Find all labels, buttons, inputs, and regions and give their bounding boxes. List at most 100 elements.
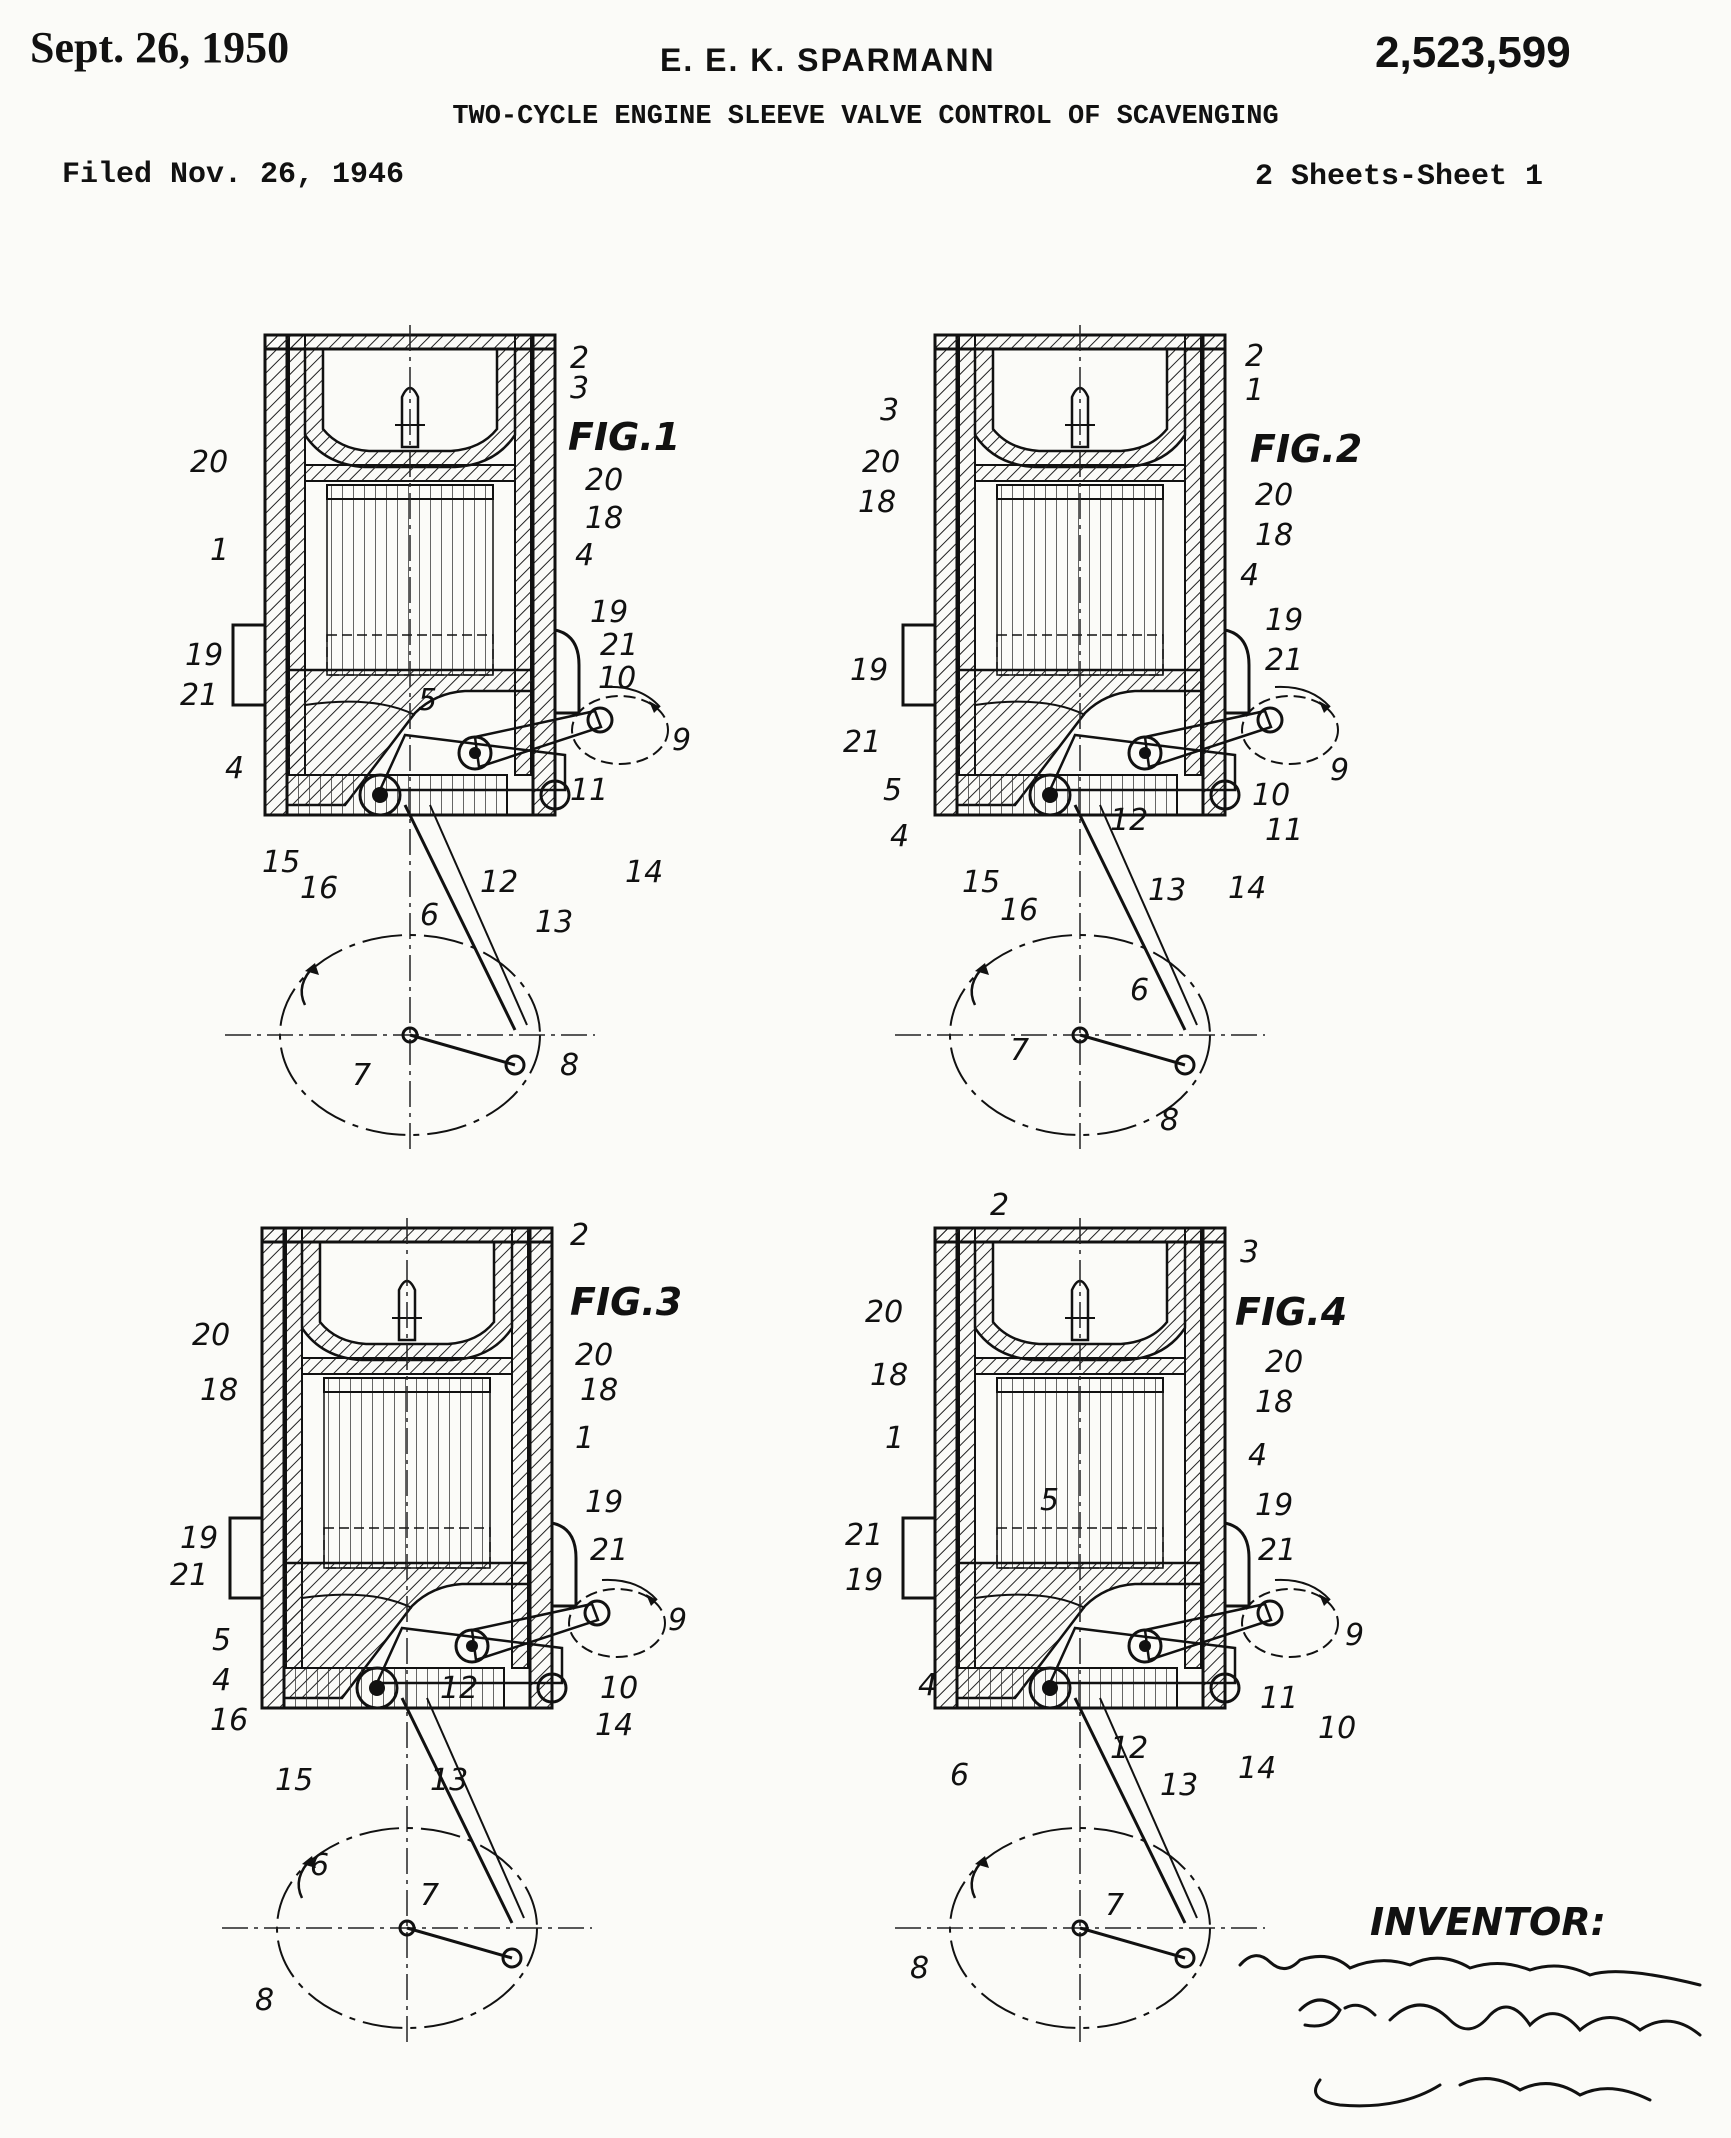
patent-date: Sept. 26, 1950	[30, 23, 290, 72]
inventor-signature	[1238, 1954, 1702, 2108]
ref-numeral: 4	[225, 751, 244, 786]
ref-numeral: 4	[1248, 1438, 1267, 1473]
ref-numeral: 18	[580, 1373, 618, 1408]
ref-numeral: 21	[845, 1518, 883, 1553]
ref-numeral: 5	[883, 773, 902, 808]
ref-numeral: 14	[625, 855, 663, 890]
ref-numeral: 5	[1040, 1483, 1059, 1518]
ref-numeral: 10	[600, 1671, 638, 1706]
ref-numeral: 1	[885, 1421, 904, 1456]
ref-numeral: 19	[585, 1485, 623, 1520]
ref-numeral: 7	[420, 1878, 439, 1913]
ref-numeral: 2	[570, 1218, 589, 1253]
ref-numeral: 7	[1010, 1033, 1029, 1068]
ref-numeral: 6	[310, 1848, 329, 1883]
ref-numeral: 14	[1238, 1751, 1276, 1786]
ref-numeral: 14	[595, 1708, 633, 1743]
ref-numeral: 19	[845, 1563, 883, 1598]
ref-numeral: 12	[1110, 1731, 1148, 1766]
ref-numeral: 3	[570, 371, 589, 406]
ref-numeral: 21	[1265, 643, 1303, 678]
ref-numeral: 20	[190, 445, 228, 480]
ref-numeral: 9	[1330, 753, 1349, 788]
ref-numeral: 21	[600, 628, 638, 663]
ref-numeral: 14	[1228, 871, 1266, 906]
sheet-number: 2 Sheets-Sheet 1	[1255, 160, 1544, 194]
ref-numeral: 20	[585, 463, 623, 498]
fig-1-refs: 2 3 20 20 18 1 4 19 19 21 21 10 5 9 4 11…	[180, 341, 691, 1093]
ref-numeral: 5	[212, 1623, 231, 1658]
ref-numeral: 13	[535, 905, 573, 940]
ref-numeral: 11	[1265, 813, 1303, 848]
ref-numeral: 19	[1255, 1488, 1293, 1523]
patent-title: TWO-CYCLE ENGINE SLEEVE VALVE CONTROL OF…	[452, 102, 1279, 132]
ref-numeral: 18	[200, 1373, 238, 1408]
ref-numeral: 18	[858, 485, 896, 520]
ref-numeral: 18	[1255, 1385, 1293, 1420]
ref-numeral: 16	[1000, 893, 1038, 928]
ref-numeral: 7	[352, 1058, 371, 1093]
ref-numeral: 3	[1240, 1235, 1259, 1270]
ref-numeral: 8	[255, 1983, 274, 2018]
ref-numeral: 11	[1260, 1681, 1298, 1716]
ref-numeral: 6	[420, 898, 439, 933]
ref-numeral: 20	[1265, 1345, 1303, 1380]
ref-numeral: 4	[918, 1668, 937, 1703]
ref-numeral: 8	[560, 1048, 579, 1083]
ref-numeral: 19	[590, 595, 628, 630]
ref-numeral: 15	[275, 1763, 313, 1798]
ref-numeral: 4	[212, 1663, 231, 1698]
ref-numeral: 4	[1240, 558, 1259, 593]
ref-numeral: 9	[1345, 1618, 1364, 1653]
ref-numeral: 20	[862, 445, 900, 480]
ref-numeral: 6	[1130, 973, 1149, 1008]
figure-4	[893, 1216, 1340, 2050]
ref-numeral: 16	[210, 1703, 248, 1738]
fig-1-label: FIG.1	[568, 415, 680, 459]
ref-numeral: 2	[570, 341, 589, 376]
patent-number: 2,523,599	[1375, 28, 1571, 77]
ref-numeral: 20	[1255, 478, 1293, 513]
ref-numeral: 10	[598, 661, 636, 696]
ref-numeral: 19	[850, 653, 888, 688]
ref-numeral: 18	[585, 501, 623, 536]
fig-4-refs: 2 3 20 20 18 18 1 4 19 5 21 21 19 9 4 12…	[845, 1188, 1364, 1986]
inventor-label: INVENTOR:	[1370, 1900, 1606, 1944]
ref-numeral: 19	[180, 1521, 218, 1556]
ref-numeral: 15	[962, 865, 1000, 900]
ref-numeral: 21	[170, 1558, 208, 1593]
ref-numeral: 1	[575, 1421, 594, 1456]
ref-numeral: 21	[843, 725, 881, 760]
fig-2-refs: 2 1 3 20 20 18 18 4 19 19 21 21 5 9 4 10…	[843, 339, 1349, 1138]
ref-numeral: 12	[440, 1671, 478, 1706]
ref-numeral: 19	[1265, 603, 1303, 638]
ref-numeral: 20	[192, 1318, 230, 1353]
ref-numeral: 16	[300, 871, 338, 906]
ref-numeral: 7	[1105, 1888, 1124, 1923]
ref-numeral: 18	[1255, 518, 1293, 553]
ref-numeral: 21	[180, 678, 218, 713]
ref-numeral: 3	[880, 393, 899, 428]
ref-numeral: 11	[570, 773, 608, 808]
ref-numeral: 13	[1148, 873, 1186, 908]
ref-numeral: 1	[1245, 373, 1264, 408]
ref-numeral: 21	[590, 1533, 628, 1568]
ref-numeral: 5	[418, 683, 437, 718]
ref-numeral: 4	[890, 819, 909, 854]
ref-numeral: 12	[1110, 803, 1148, 838]
ref-numeral: 9	[672, 723, 691, 758]
ref-numeral: 8	[1160, 1103, 1179, 1138]
ref-numeral: 21	[1258, 1533, 1296, 1568]
ref-numeral: 10	[1252, 778, 1290, 813]
fig-3-refs: 2 20 20 18 18 1 19 19 21 21 9 5 4 12 10 …	[170, 1218, 687, 2018]
fig-2-label: FIG.2	[1250, 427, 1362, 471]
ref-numeral: 4	[575, 538, 594, 573]
ref-numeral: 2	[1245, 339, 1264, 374]
ref-numeral: 20	[865, 1295, 903, 1330]
ref-numeral: 8	[910, 1951, 929, 1986]
filed-date: Filed Nov. 26, 1946	[62, 158, 405, 192]
ref-numeral: 10	[1318, 1711, 1356, 1746]
ref-numeral: 12	[480, 865, 518, 900]
ref-numeral: 6	[950, 1758, 969, 1793]
ref-numeral: 1	[210, 533, 229, 568]
